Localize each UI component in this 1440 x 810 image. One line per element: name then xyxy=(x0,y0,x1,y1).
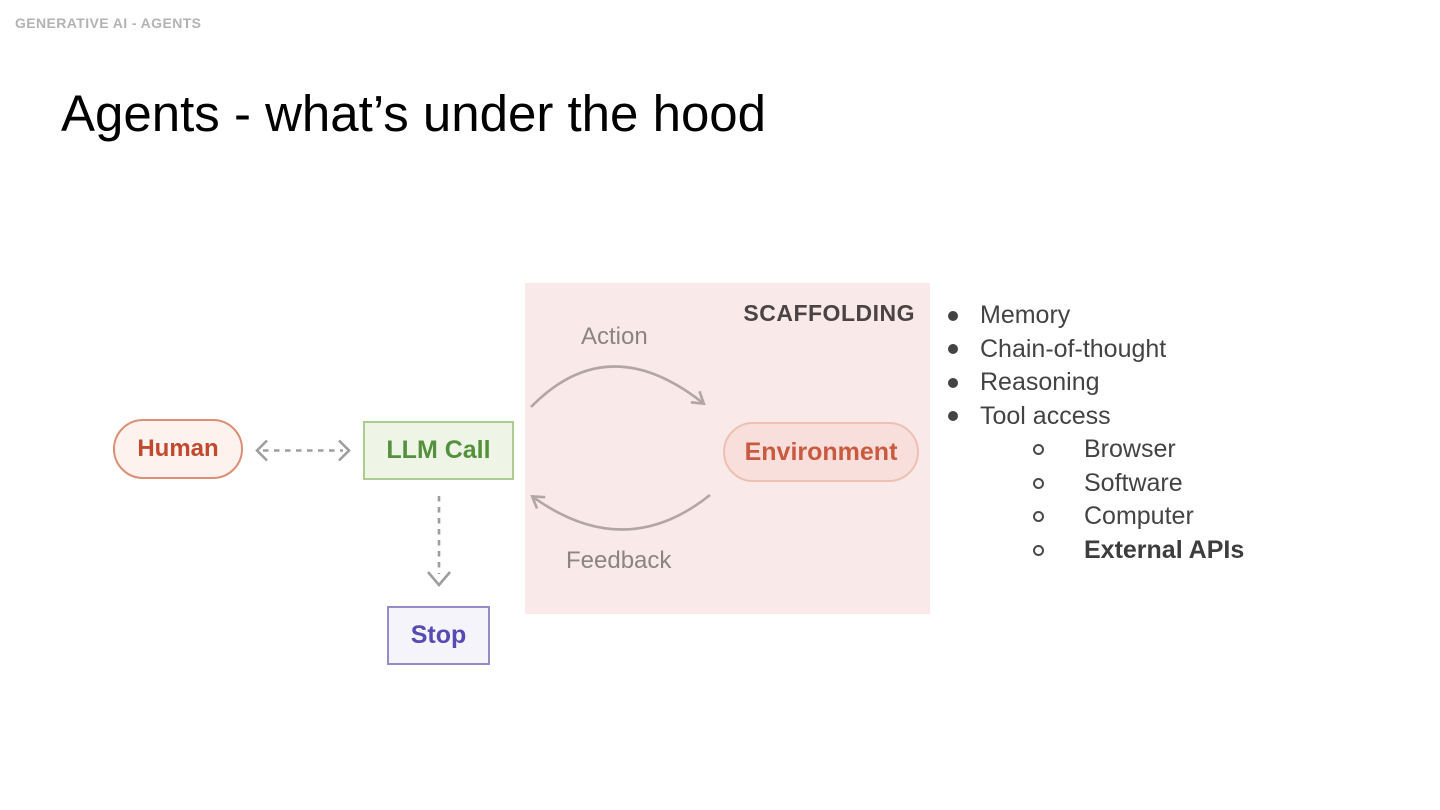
bidirectional-dashed-arrow-icon xyxy=(255,439,351,462)
stop-node-label: Stop xyxy=(410,621,467,649)
filled-bullet-icon xyxy=(948,344,958,355)
list-subitem: Computer xyxy=(945,500,1305,534)
llm-call-node-label: LLM Call xyxy=(386,436,491,464)
list-subitem: Browser xyxy=(945,433,1305,467)
hollow-bullet-icon xyxy=(1033,511,1044,523)
filled-bullet-icon xyxy=(948,377,958,388)
filled-bullet-icon xyxy=(948,310,958,321)
hollow-bullet-icon xyxy=(1033,444,1044,456)
scaffolding-panel: SCAFFOLDING Action Feedback Environment xyxy=(525,283,930,614)
list-item-label: Memory xyxy=(980,301,1071,330)
action-arc-arrow xyxy=(530,365,706,408)
list-item: Memory xyxy=(945,299,1305,333)
hollow-bullet-icon xyxy=(1033,477,1044,489)
list-item-label: Chain-of-thought xyxy=(980,334,1167,363)
feature-list: Memory Chain-of-thought Reasoning Tool a… xyxy=(945,299,1305,567)
environment-node-label: Environment xyxy=(744,437,898,466)
stop-node: Stop xyxy=(387,606,490,665)
feedback-arc-arrow xyxy=(530,493,711,531)
list-item: Tool access xyxy=(945,400,1305,434)
slide-eyebrow: GENERATIVE AI - AGENTS xyxy=(15,15,202,31)
human-node-label: Human xyxy=(137,435,219,462)
list-item: Chain-of-thought xyxy=(945,333,1305,367)
scaffolding-label: SCAFFOLDING xyxy=(743,300,915,326)
downward-dashed-arrow-icon xyxy=(427,496,451,588)
environment-node: Environment xyxy=(723,422,919,482)
page-title: Agents - what’s under the hood xyxy=(61,85,767,142)
filled-bullet-icon xyxy=(948,411,958,422)
hollow-bullet-icon xyxy=(1033,544,1044,556)
feedback-label: Feedback xyxy=(566,547,672,574)
list-item-label: External APIs xyxy=(1084,535,1245,564)
llm-call-node: LLM Call xyxy=(363,421,514,480)
list-item-label: Tool access xyxy=(980,401,1111,430)
list-item-label: Software xyxy=(1084,468,1183,497)
list-item: Reasoning xyxy=(945,366,1305,400)
action-label: Action xyxy=(581,323,648,350)
list-item-label: Computer xyxy=(1084,502,1194,531)
list-item-label: Reasoning xyxy=(980,368,1100,397)
list-item-label: Browser xyxy=(1084,435,1176,464)
action-feedback-loop-arrows xyxy=(530,365,711,531)
list-subitem: Software xyxy=(945,467,1305,501)
list-subitem: External APIs xyxy=(945,534,1305,568)
human-node: Human xyxy=(113,419,243,479)
